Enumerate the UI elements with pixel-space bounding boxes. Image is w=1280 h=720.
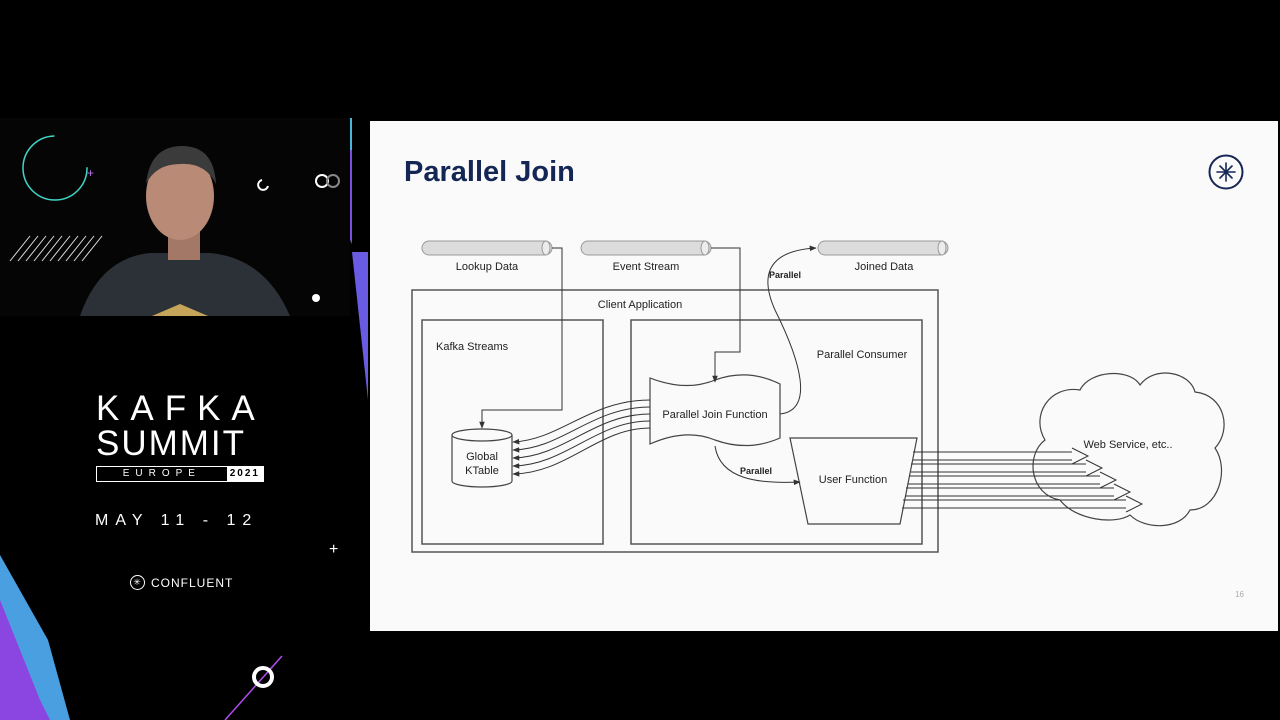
topic-event-stream: Event Stream [580,240,712,273]
topic-lookup-label: Lookup Data [456,261,519,273]
summit-name-line2: SUMMIT [96,424,247,463]
wide-arrow-5 [902,499,1132,509]
speaker-hair [146,146,216,184]
lookup-arrow-1 [512,399,651,445]
decor-plus-small: + [87,166,94,180]
arrow-lookup-to-ktable [479,247,563,429]
speaker-head [146,152,214,240]
wide-arrow-3 [908,475,1106,485]
decor-dot [312,294,320,302]
sponsor-brand: ✳ CONFLUENT [130,575,233,590]
web-service-label: Web Service, etc.. [1083,439,1172,451]
parallel-consumer-label: Parallel Consumer [817,349,908,361]
wide-arrow-2-head [1085,459,1104,477]
speaker-shirt-logo [152,304,208,316]
summit-edition: EUROPE 2021 [96,466,264,482]
wide-arrow-2 [911,463,1092,473]
arrows-join-to-ktable [512,399,651,477]
summit-dates: MAY 11 - 12 [95,512,259,529]
decor-glyph-3 [326,174,340,188]
slide-title: Parallel Join [404,156,575,188]
decor-hatch [9,235,103,262]
summit-name-line1: KAFKA [96,389,266,428]
topic-joined-label: Joined Data [855,261,915,273]
parallel-label-top: Parallel [769,270,801,280]
lookup-arrow-2 [512,406,651,453]
kafka-streams-label: Kafka Streams [436,341,509,353]
arrow-join-to-joined [767,245,817,415]
arrow-event-to-join [711,247,741,383]
client-application-label: Client Application [598,299,682,311]
parallel-join-function-node: Parallel Join Function [649,374,781,447]
decor-line [224,655,283,720]
global-ktable-store: Global KTable [451,428,513,488]
decor-circle [22,135,88,201]
parallel-join-function-label: Parallel Join Function [662,409,767,421]
decor-stripe-right [352,252,368,400]
speaker-camera-feed: + [0,118,350,316]
wide-arrow-3-head [1099,471,1118,489]
event-branding-panel: + + [0,0,368,720]
sponsor-name: CONFLUENT [151,575,234,590]
global-ktable-label-line1: Global [466,451,498,463]
wide-arrow-4 [905,487,1120,497]
decor-stripe-bottom-purple [0,600,50,720]
wide-arrow-4-head [1113,483,1132,501]
summit-year: 2021 [226,467,263,481]
summit-region: EUROPE [122,468,201,479]
speaker-video: + [0,118,350,316]
wide-arrow-1-head [1071,447,1090,465]
lookup-arrow-4 [512,420,651,469]
arrows-user-function-to-web-service [902,447,1144,513]
user-function-node: User Function [789,437,918,525]
topic-event-label: Event Stream [613,261,680,273]
kafka-summit-logo: KAFKA SUMMIT EUROPE 2021 [96,389,271,482]
arrow-join-to-user-function [714,445,801,486]
confluent-logo-icon [1208,154,1244,190]
wide-arrow-5-head [1125,495,1144,513]
decor-plus: + [329,541,338,558]
lookup-arrow-3 [512,413,651,461]
user-function-label: User Function [819,474,887,486]
topic-lookup-data: Lookup Data [421,240,553,273]
parallel-consumer-box [630,319,923,545]
global-ktable-label-line2: KTable [465,465,499,477]
client-application-box [411,289,939,553]
decor-ring [252,666,274,688]
slide-page-number: 16 [1235,590,1244,599]
topic-joined-data: Joined Data [817,240,949,273]
lookup-arrow-5 [512,427,651,477]
parallel-label-mid: Parallel [740,466,772,476]
kafka-streams-box [421,319,604,545]
speaker-shirt [80,253,290,316]
confluent-logo-icon: ✳ [130,575,145,590]
decor-glyph [257,179,269,191]
wide-arrow-1 [913,451,1078,461]
